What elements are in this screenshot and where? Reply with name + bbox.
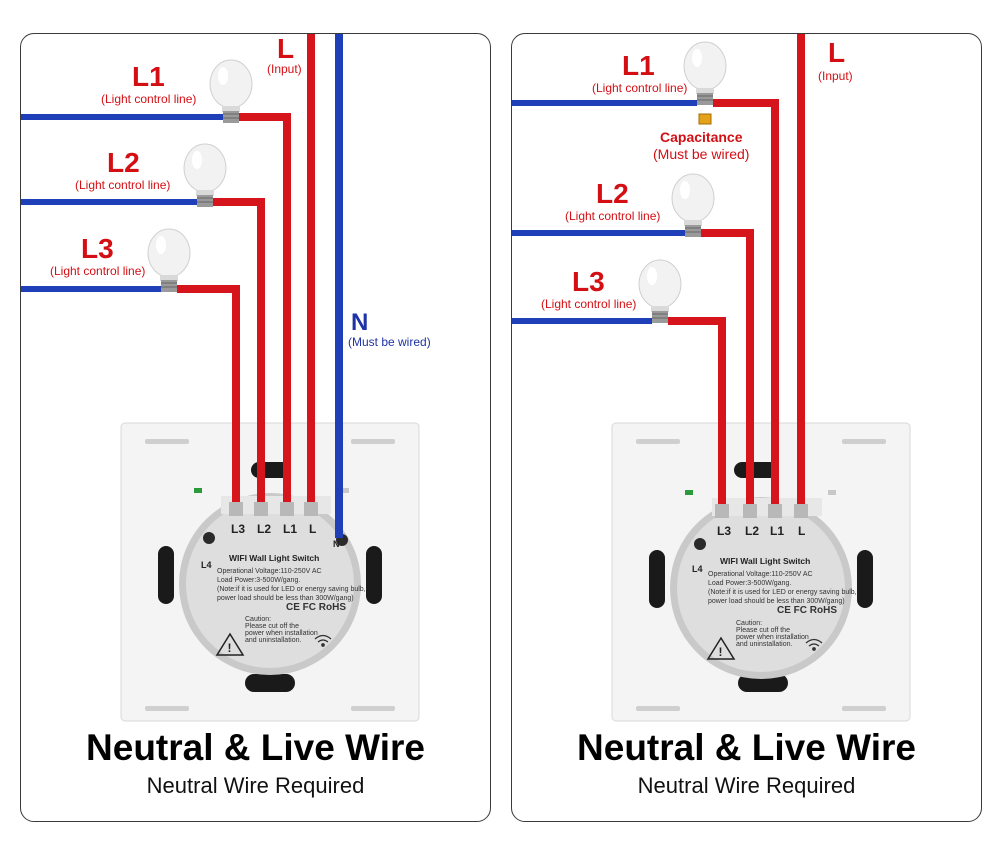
plate-certs: CE FC RoHS: [286, 602, 346, 613]
plate-spec-4: power load should be less than 300W/gang…: [217, 595, 354, 602]
live-sub-label: (Input): [818, 69, 853, 83]
l1-red-wire: [713, 99, 779, 514]
plate-caution-2: Please cut off the: [245, 623, 299, 630]
bulb-l1-icon: [209, 59, 253, 123]
live-label: L: [828, 37, 846, 68]
terminal-label-l: L: [798, 524, 806, 538]
l1-red-wire: [239, 113, 291, 512]
terminal-label-l2: L2: [745, 524, 760, 538]
right-wiring-panel: ! L (Input) L1 (Light control line) Capa…: [511, 33, 982, 822]
l2-red-wire: [213, 198, 265, 512]
left-wiring-panel: ! L (Input) L1 (Light control line) L2 (…: [20, 33, 491, 822]
bulb-l1-icon: [683, 41, 727, 105]
panel-subtitle: Neutral Wire Required: [146, 773, 365, 798]
capacitor-icon: [698, 113, 712, 125]
l2-label: L2: [107, 147, 140, 178]
plate-spec-2: Load Power:3-500W/gang.: [217, 577, 301, 584]
plate-caution-4: and uninstallation.: [245, 637, 302, 644]
live-sub-label: (Input): [267, 62, 302, 76]
neutral-sub-label: (Must be wired): [348, 335, 431, 349]
l2-sub-label: (Light control line): [565, 209, 661, 223]
wifi-icon: [314, 634, 332, 647]
plate-spec-4: power load should be less than 300W/gang…: [708, 598, 845, 605]
terminal-label-l4: L4: [692, 564, 703, 574]
bulb-l2-icon: [671, 173, 715, 237]
panel-title: Neutral & Live Wire: [577, 727, 916, 768]
svg-text:!: !: [228, 641, 232, 655]
terminal-label-l2: L2: [257, 522, 272, 536]
plate-caution-1: Caution:: [245, 616, 272, 623]
neutral-label: N: [351, 309, 369, 336]
left-wiring-diagram: !: [21, 34, 420, 722]
panel-subtitle: Neutral Wire Required: [637, 773, 856, 798]
l2-red-wire: [701, 229, 754, 514]
terminal-label-l4: L4: [201, 560, 212, 570]
plate-spec-3: (Note:if it is used for LED or energy sa…: [708, 589, 857, 596]
l3-label: L3: [572, 266, 605, 297]
live-label: L: [277, 33, 295, 64]
plate-caution-4: and uninstallation.: [736, 641, 793, 648]
switch-plate: [611, 422, 911, 722]
bulb-l2-icon: [183, 143, 227, 207]
capacitance-sub-label: (Must be wired): [653, 146, 750, 162]
plate-caution-2: Please cut off the: [736, 627, 790, 634]
l1-label: L1: [132, 61, 165, 92]
plate-caution-3: power when installation: [736, 634, 809, 641]
terminal-label-l: L: [309, 522, 317, 536]
bulb-l3-icon: [147, 228, 191, 292]
l3-red-wire: [177, 285, 240, 512]
terminal-block: [715, 504, 808, 518]
panel-title: Neutral & Live Wire: [86, 727, 425, 768]
caution-triangle-icon: !: [706, 636, 736, 660]
l3-label: L3: [81, 233, 114, 264]
l1-sub-label: (Light control line): [101, 92, 197, 106]
caution-triangle-icon: !: [215, 632, 245, 656]
terminal-label-l1: L1: [283, 522, 298, 536]
l3-red-wire: [668, 317, 726, 514]
plate-certs: CE FC RoHS: [777, 605, 837, 616]
l1-label: L1: [622, 50, 655, 81]
plate-heading: WIFI Wall Light Switch: [720, 556, 811, 566]
plate-heading: WIFI Wall Light Switch: [229, 553, 320, 563]
terminal-label-l3: L3: [717, 524, 732, 538]
bulb-l3-icon: [638, 259, 682, 323]
svg-text:!: !: [719, 645, 723, 659]
plate-spec-2: Load Power:3-500W/gang.: [708, 580, 792, 587]
l2-sub-label: (Light control line): [75, 178, 171, 192]
plate-spec-1: Operational Voltage:110-250V AC: [217, 568, 322, 575]
terminal-label-n: N: [333, 539, 340, 549]
l3-sub-label: (Light control line): [541, 297, 637, 311]
terminal-label-l1: L1: [770, 524, 785, 538]
l1-sub-label: (Light control line): [592, 81, 688, 95]
plate-spec-1: Operational Voltage:110-250V AC: [708, 571, 813, 578]
l2-label: L2: [596, 178, 629, 209]
capacitance-label: Capacitance: [660, 129, 743, 145]
l3-sub-label: (Light control line): [50, 264, 146, 278]
terminal-label-l3: L3: [231, 522, 246, 536]
switch-plate: [120, 422, 420, 722]
wifi-icon: [805, 638, 823, 651]
right-wiring-diagram: !: [512, 34, 911, 722]
plate-spec-3: (Note:if it is used for LED or energy sa…: [217, 586, 366, 593]
plate-caution-3: power when installation: [245, 630, 318, 637]
plate-caution-1: Caution:: [736, 620, 763, 627]
terminal-block: [229, 502, 318, 516]
